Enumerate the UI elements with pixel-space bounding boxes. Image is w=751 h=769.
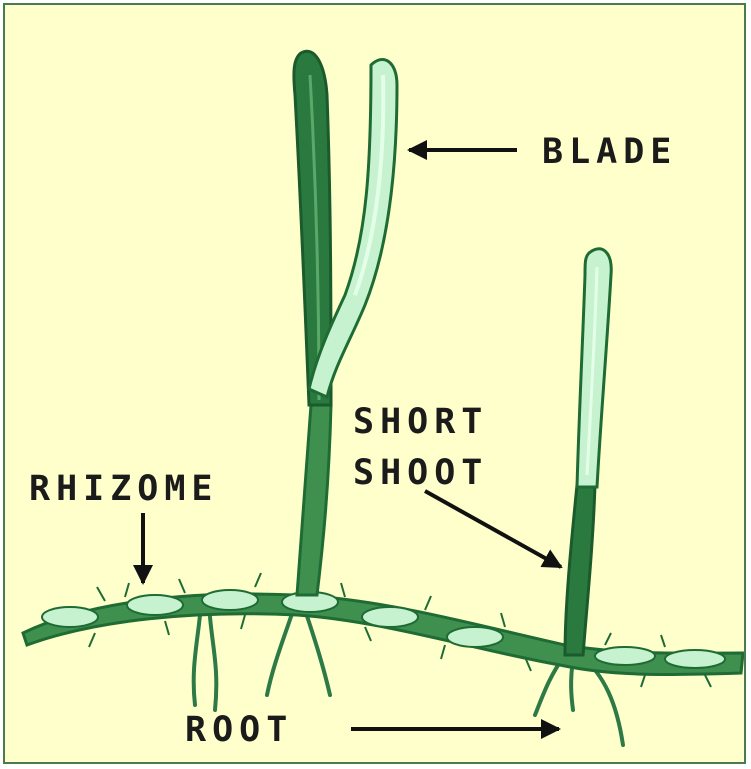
short-shoot-label-line2: SHOOT: [353, 456, 488, 491]
blade-label: BLADE: [542, 135, 677, 170]
short-shoot-label-line1: SHORT: [353, 405, 488, 440]
rhizome-label: RHIZOME: [29, 472, 219, 507]
root-label: ROOT: [185, 713, 293, 748]
seagrass-plant-illustration: [5, 5, 746, 764]
diagram-frame: BLADE SHORT SHOOT RHIZOME ROOT: [3, 3, 746, 764]
